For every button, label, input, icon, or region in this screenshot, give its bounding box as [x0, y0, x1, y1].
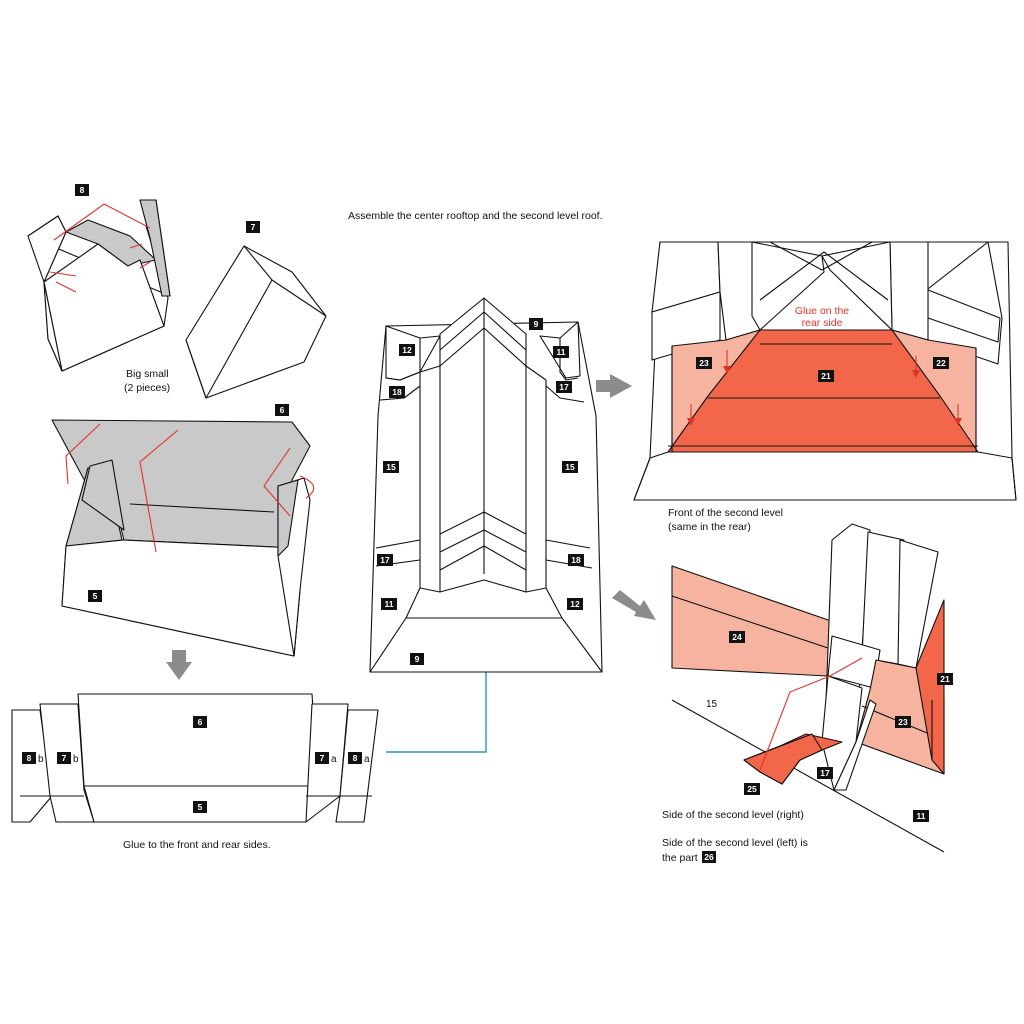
down-arrow-icon — [166, 650, 192, 680]
side-second-level: 24 15 21 23 17 25 11 Side of the second … — [662, 523, 953, 864]
part-label: 7 — [62, 753, 67, 763]
part-label: 6 — [198, 717, 203, 727]
part-suffix: b — [73, 754, 79, 765]
part-label: 8 — [27, 753, 32, 763]
part-label: 7 — [320, 753, 325, 763]
part-label: 8 — [353, 753, 358, 763]
part-suffix: a — [364, 754, 370, 765]
part-label: 17 — [380, 555, 390, 565]
part-label: 21 — [940, 674, 950, 684]
glue-note-2: rear side — [802, 317, 843, 329]
glue-note-1: Glue on the — [795, 305, 849, 317]
caption-big-small-2: (2 pieces) — [124, 382, 170, 394]
part-label: 6 — [280, 405, 285, 415]
part-label: 12 — [570, 599, 580, 609]
part-label: 26 — [704, 852, 714, 862]
instruction-title: Assemble the center rooftop and the seco… — [348, 210, 603, 222]
part-label: 15 — [565, 462, 575, 472]
part-suffix: a — [331, 754, 337, 765]
flat-strip-parts: 6 5 8 b 7 b 7 a 8 a Glue to the front an… — [11, 693, 379, 851]
caption-glue: Glue to the front and rear sides. — [123, 839, 271, 851]
part-label: 9 — [415, 654, 420, 664]
part-label: 11 — [557, 347, 566, 357]
part-label-plain: 15 — [706, 699, 718, 710]
caption-side-left-2: the part — [662, 852, 698, 864]
part-7-piece: 7 — [185, 221, 327, 399]
part-label: 11 — [385, 599, 394, 609]
part-label: 22 — [936, 358, 946, 368]
part-label: 12 — [402, 345, 412, 355]
part-label: 18 — [571, 555, 581, 565]
caption-front-1: Front of the second level — [668, 507, 783, 519]
part-label: 17 — [820, 768, 830, 778]
part-label: 23 — [699, 358, 709, 368]
center-roof-top-view: 9 12 11 18 17 15 15 17 18 11 12 9 — [369, 297, 603, 673]
part-label: 24 — [732, 632, 742, 642]
part-suffix: b — [38, 754, 44, 765]
part-label: 18 — [392, 387, 402, 397]
part-label: 21 — [821, 371, 831, 381]
part-label: 25 — [747, 784, 757, 794]
part-6-box: 6 5 — [51, 404, 315, 657]
part-label: 8 — [80, 185, 85, 195]
part-label: 5 — [93, 591, 98, 601]
right-arrow-icon — [596, 374, 632, 398]
diagonal-arrow-icon — [612, 590, 656, 620]
part-label: 5 — [198, 802, 203, 812]
part-label: 23 — [898, 717, 908, 727]
caption-side-left-1: Side of the second level (left) is — [662, 837, 808, 849]
part-label: 9 — [534, 319, 539, 329]
part-label: 17 — [559, 382, 569, 392]
caption-front-2: (same in the rear) — [668, 521, 751, 533]
part-label: 11 — [917, 811, 926, 821]
caption-big-small-1: Big small — [126, 368, 169, 380]
part-label: 15 — [386, 462, 396, 472]
part-label: 7 — [251, 222, 256, 232]
caption-side-right: Side of the second level (right) — [662, 809, 804, 821]
part-8-assembly: 8 Big small (2 pieces) — [27, 184, 171, 394]
front-second-level: Glue on the rear side 23 21 22 Front of … — [633, 241, 1017, 533]
